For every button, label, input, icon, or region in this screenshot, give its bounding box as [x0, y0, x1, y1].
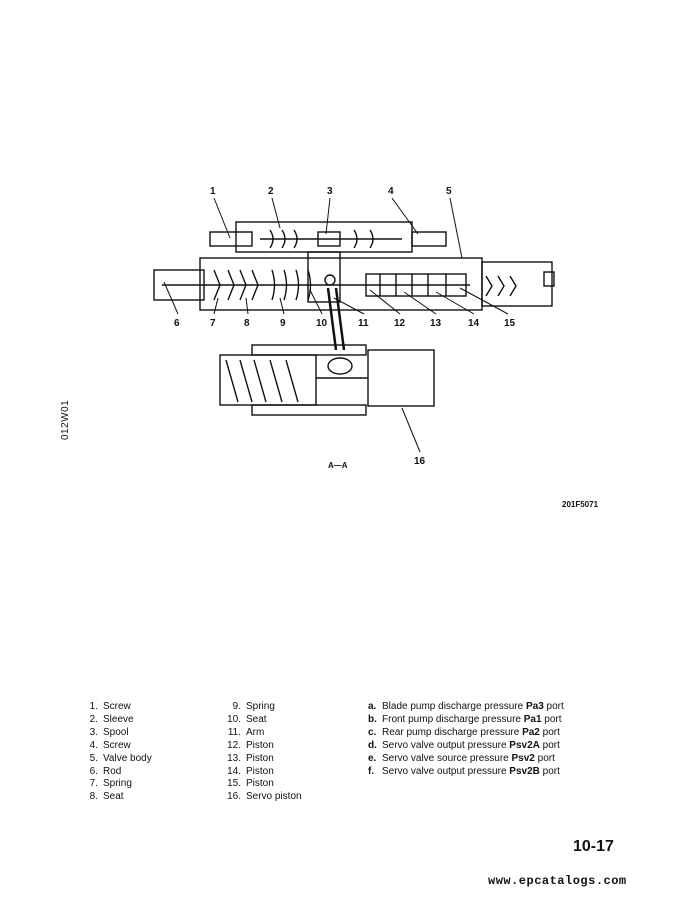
servo-housing-left [219, 354, 317, 406]
callout-13: 13 [430, 318, 442, 329]
part-item: 14.Piston [227, 765, 274, 777]
callout-15: 15 [504, 318, 516, 329]
part-item: 12.Piston [227, 739, 274, 751]
part-item: 16.Servo piston [227, 791, 302, 803]
callout-10: 10 [316, 318, 328, 329]
upper-housing [235, 221, 413, 253]
callout-12: 12 [394, 318, 406, 329]
parts-list-col1: 1.Screw 2.Sleeve 3.Spool 4.Screw 5.Valve… [76, 701, 152, 804]
callout-5: 5 [446, 186, 452, 197]
spool-3 [317, 231, 341, 247]
port-item: e.Servo valve source pressure Psv2 port [368, 752, 555, 764]
valve-drawing: 1 2 3 4 5 6 7 8 9 10 11 12 13 14 15 16 [153, 186, 555, 467]
port-item: c.Rear pump discharge pressure Pa2 port [368, 726, 560, 738]
part-item: 9.Spring [232, 701, 275, 712]
side-document-code: 012W01 [60, 399, 71, 440]
pistons-12-15 [365, 273, 467, 297]
callout-11: 11 [358, 318, 369, 329]
part-item: 13.Piston [227, 752, 274, 764]
ports-list: a.Blade pump discharge pressure Pa3 port… [368, 701, 564, 778]
port-item: a.Blade pump discharge pressure Pa3 port [368, 701, 564, 712]
callout-14: 14 [468, 318, 480, 329]
part-item: 8.Seat [89, 791, 124, 803]
callout-3: 3 [327, 186, 333, 197]
part-item: 3.Spool [89, 726, 129, 738]
screw-1-body [209, 231, 253, 247]
part-item: 6.Rod [89, 765, 122, 777]
callout-6: 6 [174, 318, 180, 329]
callout-16: 16 [414, 456, 426, 467]
page-number: 10-17 [573, 838, 614, 855]
callout-4: 4 [388, 186, 394, 197]
center-block [307, 251, 341, 303]
part-item: 15.Piston [227, 778, 274, 790]
part-item: 10.Seat [227, 713, 267, 725]
part-item: 5.Valve body [89, 752, 152, 764]
port-item: d.Servo valve output pressure Psv2A port [368, 739, 560, 751]
parts-list-col2: 9.Spring 10.Seat 11.Arm 12.Piston 13.Pis… [216, 701, 302, 804]
part-item: 7.Spring [89, 778, 132, 790]
port-item: b.Front pump discharge pressure Pa1 port [368, 713, 562, 725]
valve-cross-section-figure: 1 2 3 4 5 6 7 8 9 10 11 12 13 14 15 16 [140, 180, 580, 480]
part-item: 2.Sleeve [89, 713, 134, 725]
figure-code: 201F5071 [562, 500, 599, 509]
part-item: 1.Screw [89, 701, 131, 712]
callout-2: 2 [268, 186, 274, 197]
section-label: A—A [328, 461, 348, 470]
right-end-cap [481, 261, 553, 307]
servo-housing-right [367, 349, 435, 407]
screw-4-body [411, 231, 447, 247]
callout-1: 1 [210, 186, 216, 197]
callout-9: 9 [280, 318, 286, 329]
port-item: f.Servo valve output pressure Psv2B port [368, 765, 560, 777]
part-item: 4.Screw [89, 739, 131, 751]
callout-7: 7 [210, 318, 216, 329]
callout-8: 8 [244, 318, 250, 329]
part-item: 11.Arm [227, 726, 265, 738]
footer-url-link[interactable]: www.epcatalogs.com [488, 874, 627, 888]
